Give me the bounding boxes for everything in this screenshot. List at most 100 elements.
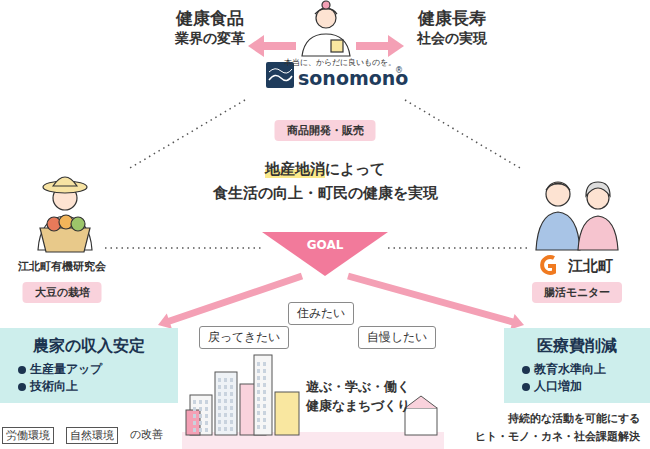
top-arrows [248, 35, 404, 57]
window [257, 383, 260, 387]
text-label: 業界の変革 [175, 30, 245, 47]
window [257, 369, 260, 373]
window [263, 369, 266, 373]
window [218, 413, 221, 417]
window [199, 421, 202, 425]
window [263, 362, 266, 366]
text-label: 食生活の向上・町民の健康を実現 [213, 184, 438, 202]
bullet-text: 教育水準向上 [520, 361, 634, 378]
window [218, 392, 221, 396]
relation-dotted-lines [105, 100, 530, 248]
window [218, 406, 221, 410]
window [263, 383, 266, 387]
node-text: 自慢したい [367, 329, 427, 346]
window [205, 421, 208, 425]
goal-triangle: GOAL [262, 232, 388, 276]
window [224, 385, 227, 389]
window [199, 407, 202, 411]
window [230, 427, 233, 431]
node-text: 戻ってきたい [208, 329, 280, 346]
text-label: 社会の実現 [417, 30, 487, 47]
window [263, 425, 266, 429]
outcome-box: 農家の収入安定生産量アップ技術向上 [0, 328, 178, 403]
window [257, 425, 260, 429]
text-label: 健康長寿 [418, 8, 486, 28]
kohoku-logo [542, 257, 554, 273]
pill-label: 腸活モニター [532, 282, 622, 303]
window [224, 399, 227, 403]
text-label: 遊ぶ・学ぶ・働く [306, 379, 410, 395]
window [257, 418, 260, 422]
window [230, 420, 233, 424]
window [193, 414, 196, 418]
bullet-text: 技術向上 [16, 378, 162, 395]
window [205, 400, 208, 404]
node-text: 腸活モニター [544, 285, 610, 300]
window [230, 406, 233, 410]
window [263, 390, 266, 394]
pill-label: 大豆の栽培 [23, 282, 102, 303]
tag-box: 労働環境 [2, 427, 54, 444]
window [230, 385, 233, 389]
outcome-box: 医療費削減教育水準向上人口増加 [504, 328, 650, 403]
node-text: 医療費削減 [520, 336, 634, 357]
window [230, 392, 233, 396]
text-label: 本当に、からだに良いものを。 [284, 58, 396, 68]
text-label: 健康なまちづくり [306, 398, 410, 414]
text-label: 地産地消によって [265, 160, 385, 178]
window [193, 407, 196, 411]
goal-arrow [167, 276, 302, 322]
text-label: sonomono [298, 67, 408, 90]
speech-bubble: 住みたい [288, 302, 354, 325]
window [263, 376, 266, 380]
window [230, 413, 233, 417]
window [199, 414, 202, 418]
window [257, 390, 260, 394]
woman-figure [302, 1, 350, 56]
window [263, 404, 266, 408]
speech-bubble: 自慢したい [358, 326, 436, 349]
city-windows [193, 362, 266, 432]
text-label: ヒト・モノ・カネ・社会課題解決 [475, 430, 640, 443]
elderly-couple-figure [536, 182, 618, 250]
window [218, 420, 221, 424]
window [224, 406, 227, 410]
window [230, 399, 233, 403]
bullet-dot [18, 383, 26, 391]
window [230, 378, 233, 382]
node-text: 商品開発・販売 [287, 123, 364, 138]
window [257, 411, 260, 415]
node-text: 労働環境 [6, 428, 50, 443]
triangle-fill [262, 232, 388, 276]
speech-bubble: 戻ってきたい [199, 326, 289, 349]
window [193, 400, 196, 404]
node-text: 農家の収入安定 [16, 336, 162, 357]
city-illustration [182, 355, 444, 449]
tag-box: 自然環境 [66, 427, 118, 444]
text-label: の改善 [130, 428, 163, 441]
farmer-figure [38, 177, 92, 252]
text-label: 江北町 [568, 257, 613, 275]
pill-label: 商品開発・販売 [275, 120, 376, 141]
window [224, 427, 227, 431]
window [199, 400, 202, 404]
bullet-text: 生産量アップ [16, 361, 162, 378]
window [205, 407, 208, 411]
window [205, 428, 208, 432]
node-text: 大豆の栽培 [35, 285, 90, 300]
window [263, 397, 266, 401]
window [257, 404, 260, 408]
window [257, 376, 260, 380]
node-text: GOAL [262, 232, 388, 252]
window [218, 399, 221, 403]
bullet-dot [522, 366, 530, 374]
window [218, 385, 221, 389]
bullet-dot [522, 383, 530, 391]
window [224, 392, 227, 396]
text-label: 江北町有機研究会 [18, 260, 106, 273]
window [218, 427, 221, 431]
window [218, 378, 221, 382]
window [199, 428, 202, 432]
node-text: 自然環境 [70, 428, 114, 443]
window [224, 413, 227, 417]
